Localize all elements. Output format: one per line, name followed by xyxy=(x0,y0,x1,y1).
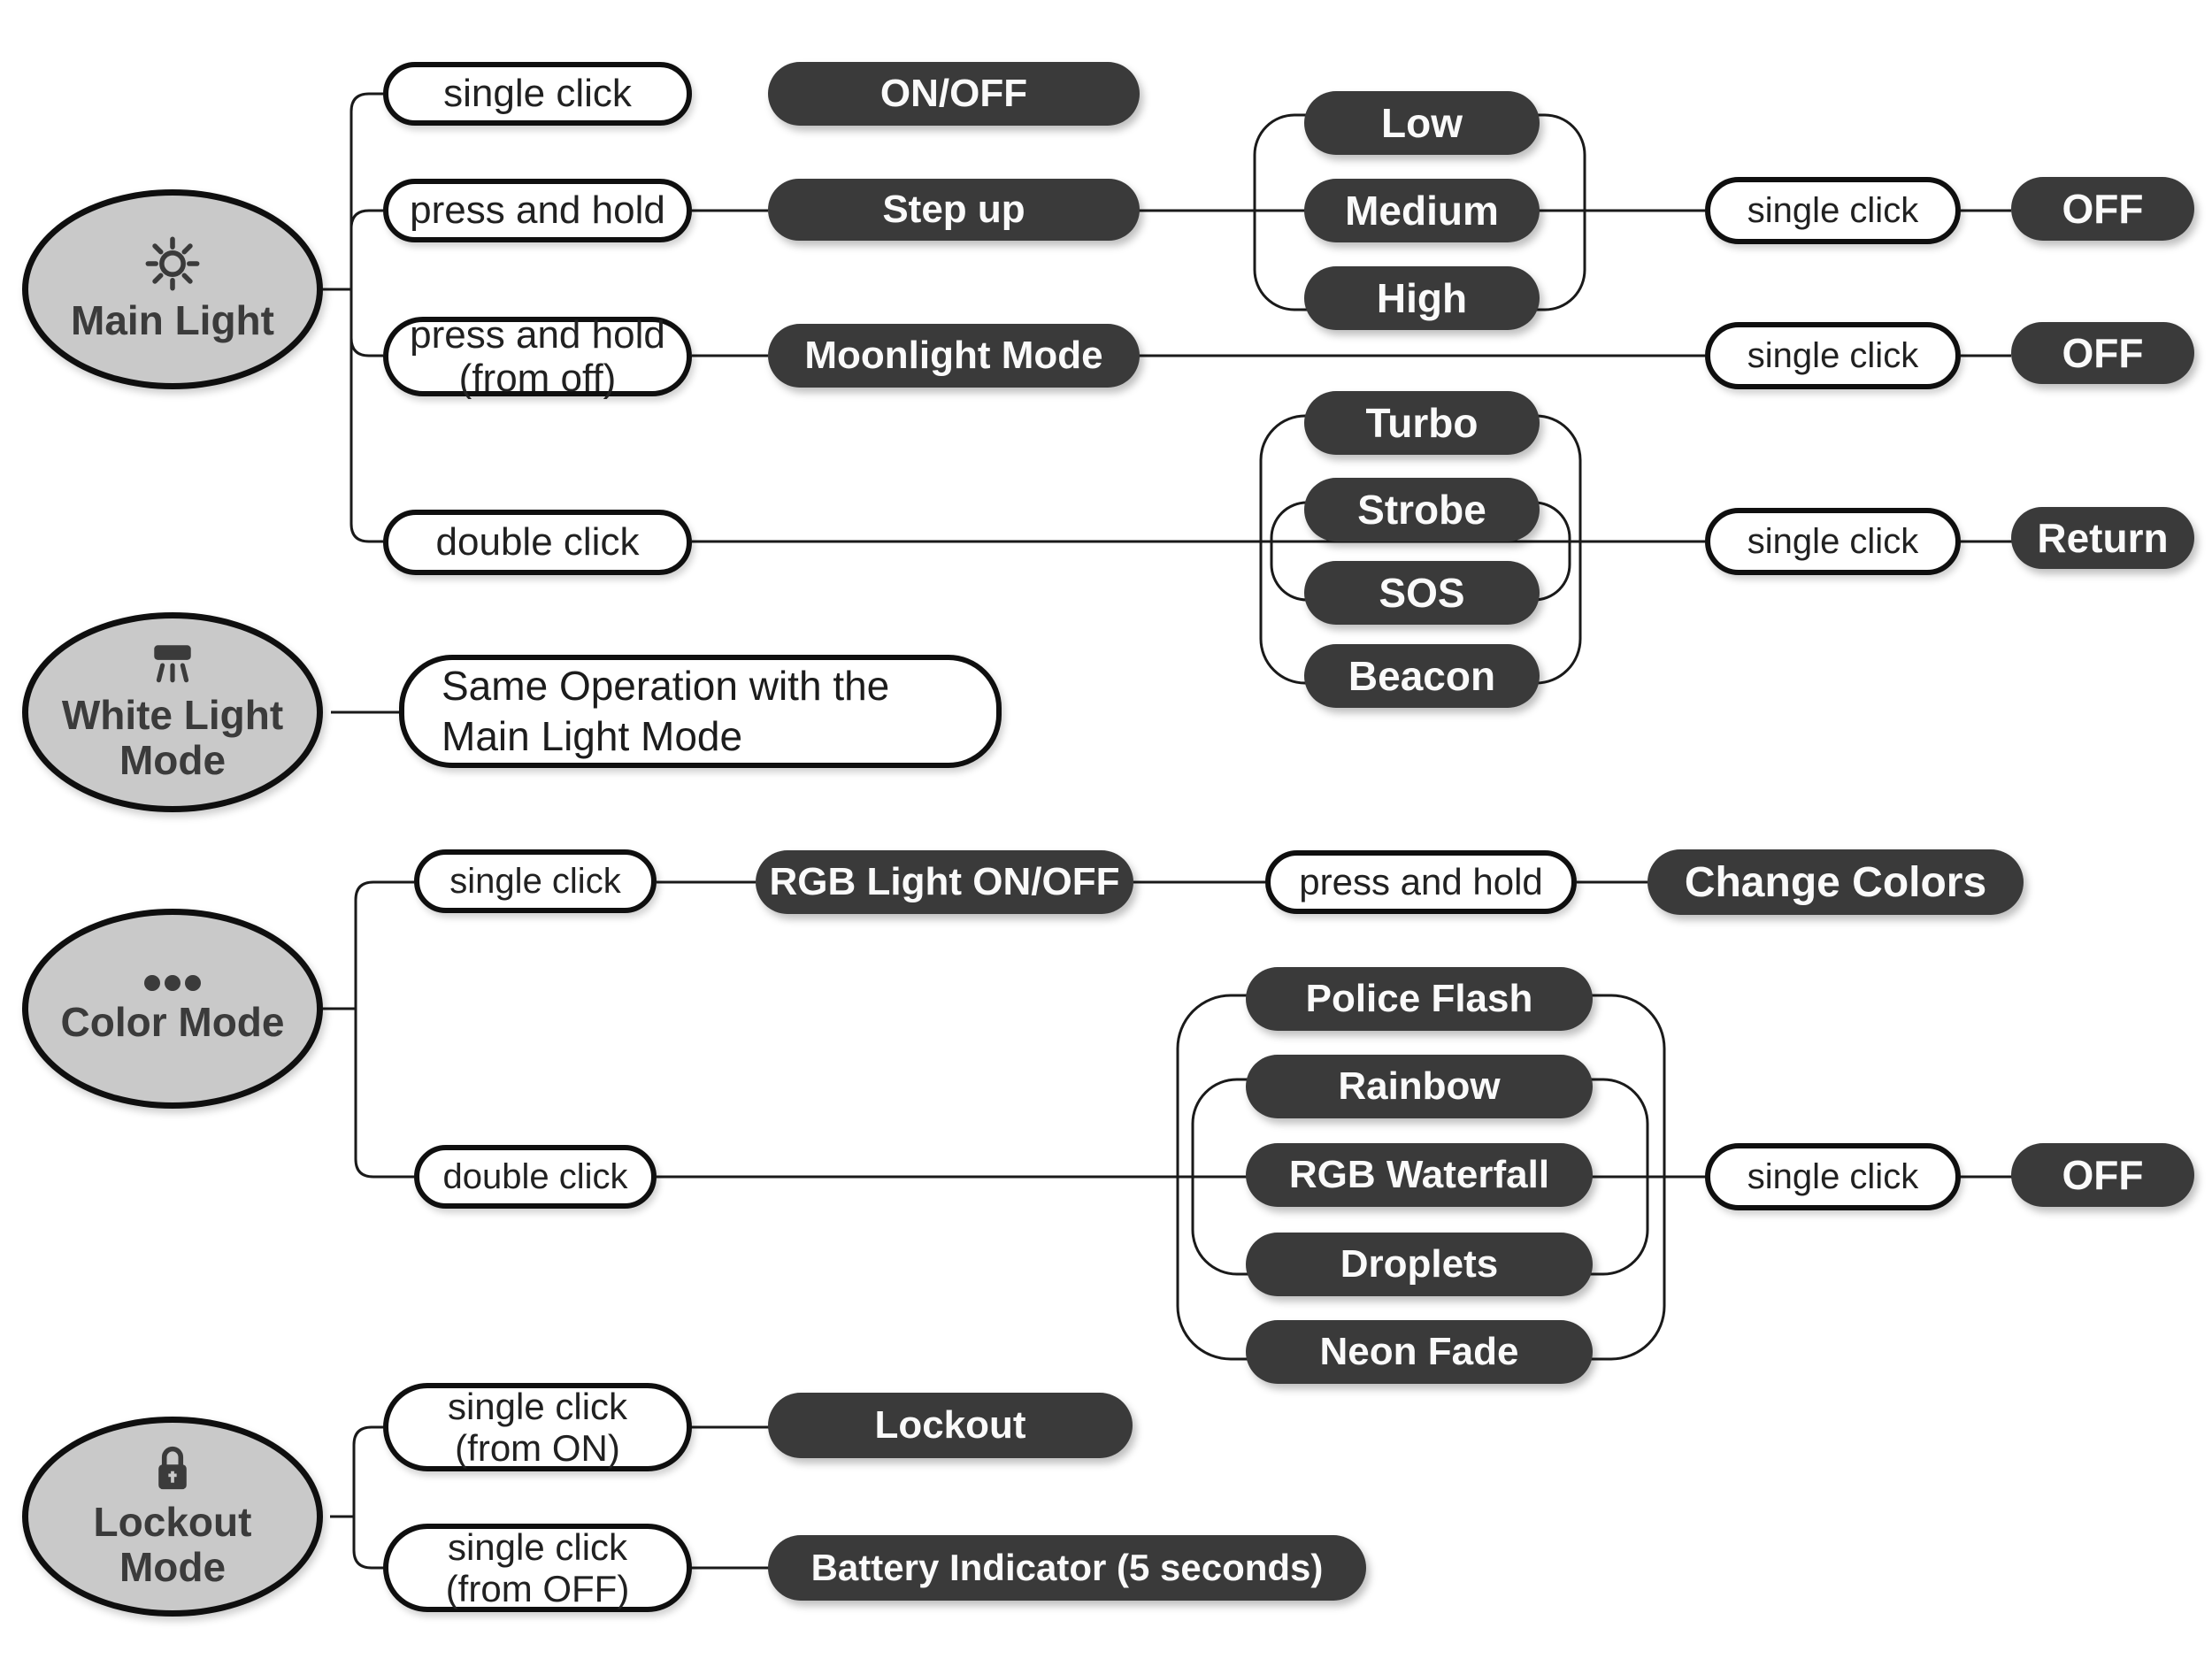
level-pill-medium: Medium xyxy=(1304,179,1540,242)
white-light-title-line1: White Light xyxy=(61,692,284,739)
effect-pill-droplets: Droplets xyxy=(1246,1233,1593,1296)
connector xyxy=(352,1517,383,1570)
action-pill-single-click: single click xyxy=(1705,177,1961,244)
mode-pill-sos: SOS xyxy=(1304,561,1540,625)
color-mode-ellipse: Color Mode xyxy=(22,909,323,1109)
ceiling-light-icon xyxy=(154,645,191,683)
connector xyxy=(354,1009,414,1179)
result-pill-step-up: Step up xyxy=(768,179,1140,241)
lockout-title-line1: Lockout xyxy=(93,1499,252,1546)
padlock-icon xyxy=(158,1447,187,1490)
result-pill-change-colors: Change Colors xyxy=(1647,849,2024,915)
action-label: press and hold xyxy=(410,312,665,357)
effect-pill-rgb-waterfall: RGB Waterfall xyxy=(1246,1143,1593,1207)
action-label: single click xyxy=(447,1385,628,1427)
level-pill-high: High xyxy=(1304,266,1540,330)
action-pill-single-click: single click xyxy=(1705,322,1961,389)
action-note: (from ON) xyxy=(455,1427,620,1469)
result-pill-rgb-light-on-off: RGB Light ON/OFF xyxy=(756,850,1133,914)
result-pill-lockout: Lockout xyxy=(768,1393,1133,1458)
mode-pill-strobe: Strobe xyxy=(1304,478,1540,541)
result-pill-on-off: ON/OFF xyxy=(768,62,1140,126)
result-pill-battery-indicator: Battery Indicator (5 seconds) xyxy=(768,1535,1366,1601)
result-pill-return: Return xyxy=(2011,507,2194,569)
connector xyxy=(349,209,383,289)
action-pill-single-click: single click xyxy=(414,849,657,913)
lockout-connectors xyxy=(330,1425,772,1570)
action-pill-single-click-from-on: single click (from ON) xyxy=(383,1383,692,1471)
action-pill-press-and-hold-from-off: press and hold (from off) xyxy=(383,313,692,400)
action-label: single click xyxy=(447,1525,628,1568)
connector xyxy=(354,880,414,1009)
connector xyxy=(349,289,383,357)
sun-icon xyxy=(145,236,200,291)
white-light-note-bubble: Same Operation with the Main Light Mode xyxy=(399,655,1002,768)
mode-pill-turbo: Turbo xyxy=(1304,391,1540,455)
result-pill-off: OFF xyxy=(2011,1143,2194,1207)
result-pill-off: OFF xyxy=(2011,177,2194,241)
lockout-title-line2: Mode xyxy=(119,1544,227,1590)
action-pill-press-and-hold: press and hold xyxy=(1265,850,1577,914)
connector xyxy=(352,1425,383,1517)
result-pill-moonlight-mode: Moonlight Mode xyxy=(768,324,1140,388)
mode-pill-beacon: Beacon xyxy=(1304,644,1540,708)
special-modes-outer-bracket xyxy=(1259,414,1582,685)
level-pill-low: Low xyxy=(1304,91,1540,155)
main-light-ellipse: Main Light xyxy=(22,189,323,389)
action-note: (from OFF) xyxy=(445,1568,630,1609)
action-pill-press-and-hold: press and hold xyxy=(383,179,692,242)
effect-pill-neon-fade: Neon Fade xyxy=(1246,1320,1593,1384)
white-light-mode-ellipse: White Light Mode xyxy=(22,612,323,812)
effect-pill-police-flash: Police Flash xyxy=(1246,967,1593,1031)
action-pill-single-click: single click xyxy=(383,62,692,126)
lockout-mode-ellipse: Lockout Mode xyxy=(22,1417,323,1617)
result-pill-off: OFF xyxy=(2011,322,2194,384)
action-pill-double-click: double click xyxy=(414,1145,657,1209)
effect-pill-rainbow: Rainbow xyxy=(1246,1055,1593,1118)
action-pill-double-click: double click xyxy=(383,510,692,575)
main-light-title: Main Light xyxy=(71,296,274,343)
action-pill-single-click: single click xyxy=(1705,508,1961,575)
action-pill-single-click: single click xyxy=(1705,1143,1961,1210)
color-mode-title: Color Mode xyxy=(60,998,285,1045)
three-dots-icon xyxy=(144,974,201,991)
connector xyxy=(349,92,383,289)
connector xyxy=(349,289,383,543)
action-note: (from off) xyxy=(458,357,617,400)
white-light-title-line2: Mode xyxy=(119,737,227,783)
color-mode-connectors xyxy=(323,880,2020,1361)
action-pill-single-click-from-off: single click (from OFF) xyxy=(383,1524,692,1612)
